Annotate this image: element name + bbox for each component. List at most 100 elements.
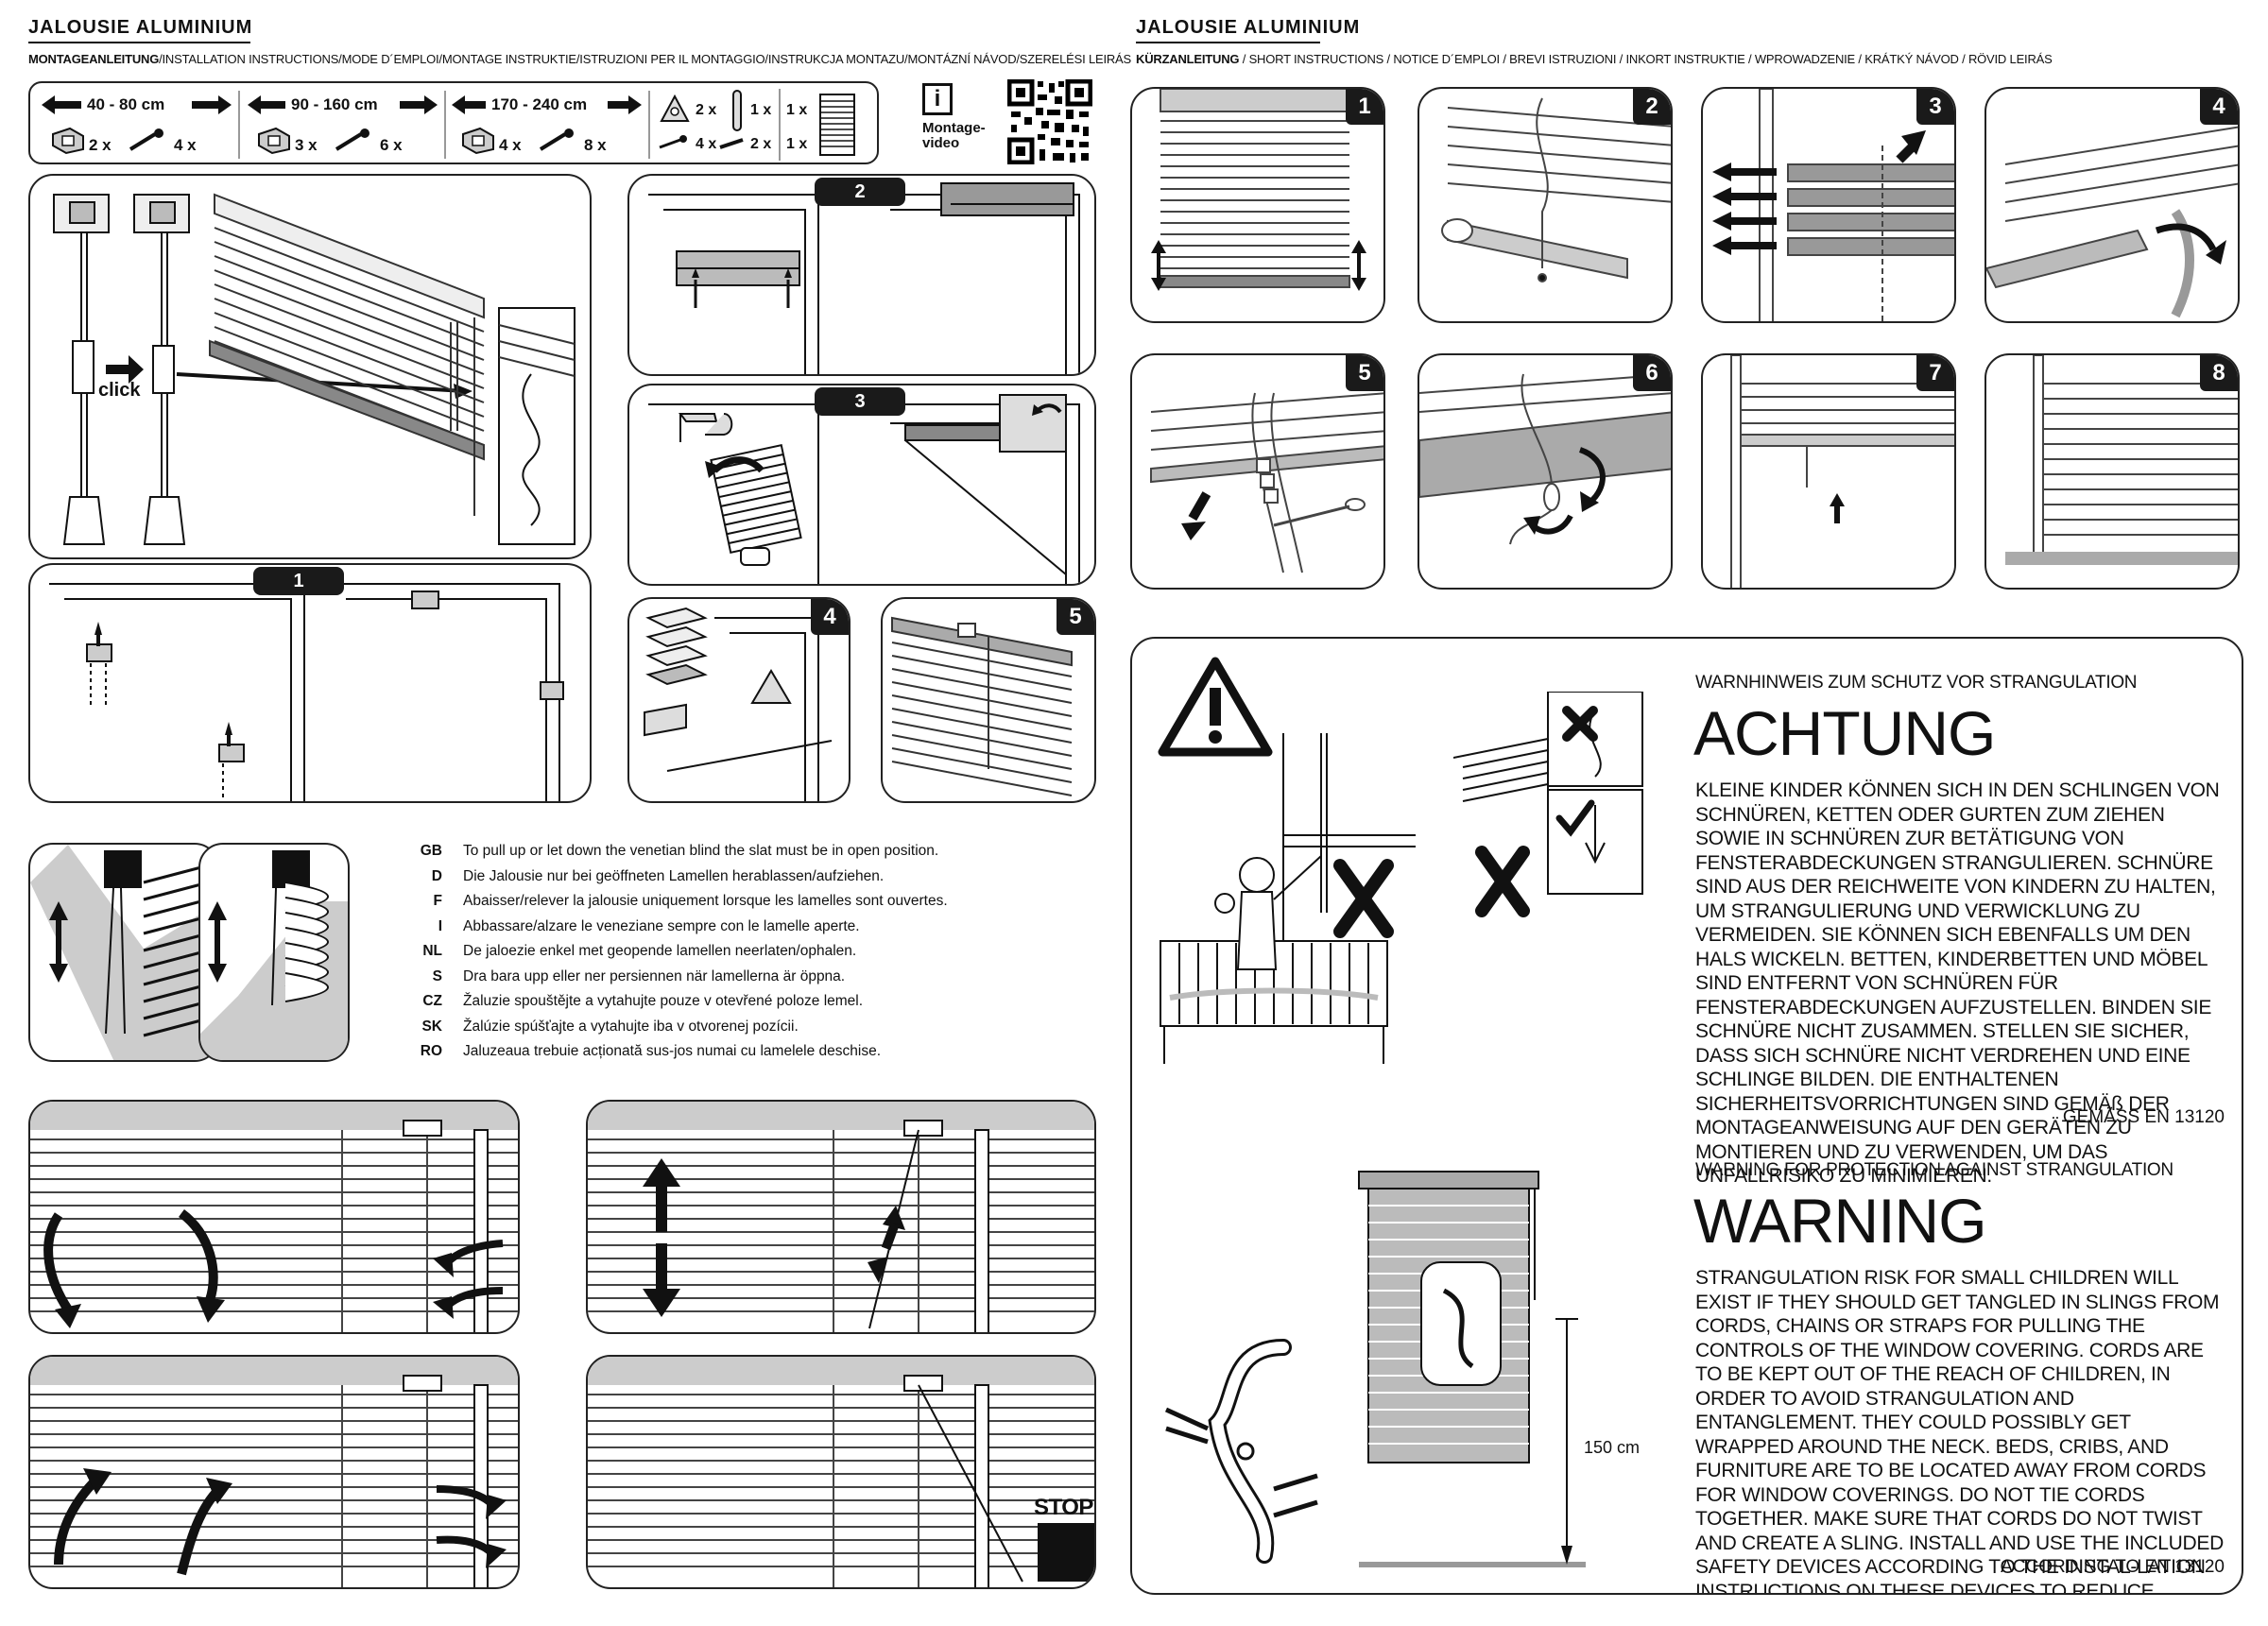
part-count: 1 x <box>750 102 772 118</box>
language-text: To pull up or let down the venetian blin… <box>463 843 939 859</box>
divider <box>648 91 650 159</box>
short-step-7-illustration <box>1730 355 1954 588</box>
slat-open-panel-b <box>198 843 350 1062</box>
hook-icon <box>719 138 744 149</box>
height-label: 150 cm <box>1584 1438 1641 1457</box>
click-label: click <box>98 380 141 401</box>
parts-strip: 40 - 80 cm 2 x 4 x 90 - 160 cm 3 x 6 x 1… <box>28 81 879 164</box>
tilt-close-illustration <box>30 1102 518 1332</box>
short-step-3-illustration <box>1712 89 1954 321</box>
stop-illustration <box>588 1357 1094 1587</box>
size-group-1: 40 - 80 cm 2 x 4 x <box>40 91 233 159</box>
step-2-panel: 2 <box>627 174 1096 376</box>
part-count: 1 x <box>786 136 808 152</box>
divider <box>779 89 781 161</box>
right-subtitle: KÜRZANLEITUNG / SHORT INSTRUCTIONS / NOT… <box>1136 52 2053 66</box>
step-3-illustration <box>648 394 1080 584</box>
short-step-number-6: 6 <box>1633 355 1671 391</box>
tilt-open-illustration <box>30 1357 518 1587</box>
warning-en-kicker: WARNING FOR PROTECTION AGAINST STRANGULA… <box>1695 1160 2174 1180</box>
install-overview-panel: click <box>28 174 592 559</box>
part-count: 1 x <box>786 102 808 118</box>
warning-de-kicker: WARNHINWEIS ZUM SCHUTZ VOR STRANGULATION <box>1695 673 2138 693</box>
bracket-count: 3 x <box>295 136 318 154</box>
screw-count: 6 x <box>380 136 403 154</box>
size-range: 170 - 240 cm <box>491 95 588 113</box>
step-tab-2: 2 <box>815 178 905 206</box>
info-icon[interactable]: i <box>922 83 953 115</box>
safety-warning-panel: 150 cm WARNHINWEIS ZUM SCHUTZ VOR STRANG… <box>1130 637 2243 1595</box>
step-tab-1: 1 <box>253 567 344 595</box>
part-count: 4 x <box>696 136 717 152</box>
language-text: Žalúzie spúšťajte a vytahujte iba v otvo… <box>463 1018 799 1035</box>
language-text: Jaluzeaua trebuie acționată sus-jos numa… <box>463 1043 881 1059</box>
right-subtitle-bold: KÜRZANLEITUNG <box>1136 52 1240 66</box>
warning-en-heading: WARNING <box>1693 1186 1987 1256</box>
short-step-4-panel: 4 <box>1984 87 2240 323</box>
stop-label: STOP <box>1034 1495 1093 1520</box>
double-arrow-icon <box>452 95 642 114</box>
short-step-number-5: 5 <box>1346 355 1383 391</box>
divider <box>238 91 240 159</box>
safety-clip-icon <box>660 94 690 122</box>
short-step-5-panel: 5 <box>1130 353 1385 590</box>
cord-cleat-illustration <box>1164 1171 1586 1567</box>
language-text: Abaisser/relever la jalousie uniquement … <box>463 893 948 909</box>
divider <box>444 91 446 159</box>
language-text: Die Jalousie nur bei geöffneten Lamellen… <box>463 867 885 884</box>
language-code: CZ <box>422 993 442 1009</box>
language-code: S <box>432 967 442 984</box>
short-step-7-panel: 7 <box>1701 353 1956 590</box>
short-step-8-panel: 8 <box>1984 353 2240 590</box>
step-number-4: 4 <box>811 599 849 635</box>
bracket-icon <box>258 127 290 155</box>
short-step-6-panel: 6 <box>1418 353 1673 590</box>
language-text: De jaloezie enkel met geopende lamellen … <box>463 943 857 959</box>
screw-icon <box>539 128 574 151</box>
accessory-parts: 2 x 1 x 4 x 2 x 1 x 1 x <box>654 89 871 161</box>
language-code: F <box>433 893 442 909</box>
short-step-number-8: 8 <box>2200 355 2238 391</box>
tilt-open-panel <box>28 1355 520 1589</box>
left-subtitle-bold: MONTAGEANLEITUNG <box>28 52 160 66</box>
step-1-illustration <box>49 583 564 801</box>
screw-count: 8 x <box>584 136 607 154</box>
language-code: I <box>438 917 442 934</box>
language-code: SK <box>421 1018 442 1035</box>
right-title-underline <box>1136 42 1320 43</box>
short-step-2-panel: 2 <box>1418 87 1673 323</box>
bracket-icon <box>52 127 84 155</box>
language-row-cz: CZ Žaluzie spouštějte a vytahujte pouze v… <box>408 993 863 1010</box>
size-group-2: 90 - 160 cm 3 x 6 x <box>246 91 439 159</box>
left-title-underline <box>28 42 250 43</box>
short-step-number-2: 2 <box>1633 89 1671 125</box>
warning-de-body: KLEINE KINDER KÖNNEN SICH IN DEN SCHLING… <box>1695 779 2220 1187</box>
cord-safety-illustration <box>1453 692 1643 917</box>
qr-code-icon[interactable] <box>1007 79 1092 164</box>
install-overview-illustration <box>53 193 576 545</box>
language-code: GB <box>420 843 442 859</box>
step-number-5: 5 <box>1057 599 1094 635</box>
short-step-3-panel: 3 <box>1701 87 1956 323</box>
short-step-8-illustration <box>2005 355 2238 565</box>
slat-open-illustration <box>30 845 217 1060</box>
step-4-illustration <box>644 607 833 801</box>
short-step-1-panel: 1 <box>1130 87 1385 323</box>
double-arrow-icon <box>42 95 232 114</box>
short-step-4-illustration <box>1986 126 2238 318</box>
warning-de-heading: ACHTUNG <box>1693 698 1996 768</box>
screw-icon <box>129 128 163 151</box>
left-subtitle-rest: /INSTALLATION INSTRUCTIONS/MODE D´EMPLOI… <box>159 52 1131 66</box>
size-group-3: 170 - 240 cm 4 x 8 x <box>450 91 644 159</box>
left-subtitle: MONTAGEANLEITUNG/INSTALLATION INSTRUCTIO… <box>28 52 1131 66</box>
part-count: 2 x <box>750 136 772 152</box>
wand-icon <box>732 90 742 131</box>
language-text: Žaluzie spouštějte a vytahujte pouze v o… <box>463 993 864 1009</box>
short-step-2-illustration <box>1441 97 1671 282</box>
slat-open-panel-a <box>28 843 219 1062</box>
language-row-sk: SK Žalúzie spúšťajte a vytahujte iba v ot… <box>408 1018 799 1036</box>
short-step-1-illustration <box>1151 89 1366 291</box>
blind-package-icon <box>819 94 855 156</box>
language-code: D <box>431 867 442 884</box>
